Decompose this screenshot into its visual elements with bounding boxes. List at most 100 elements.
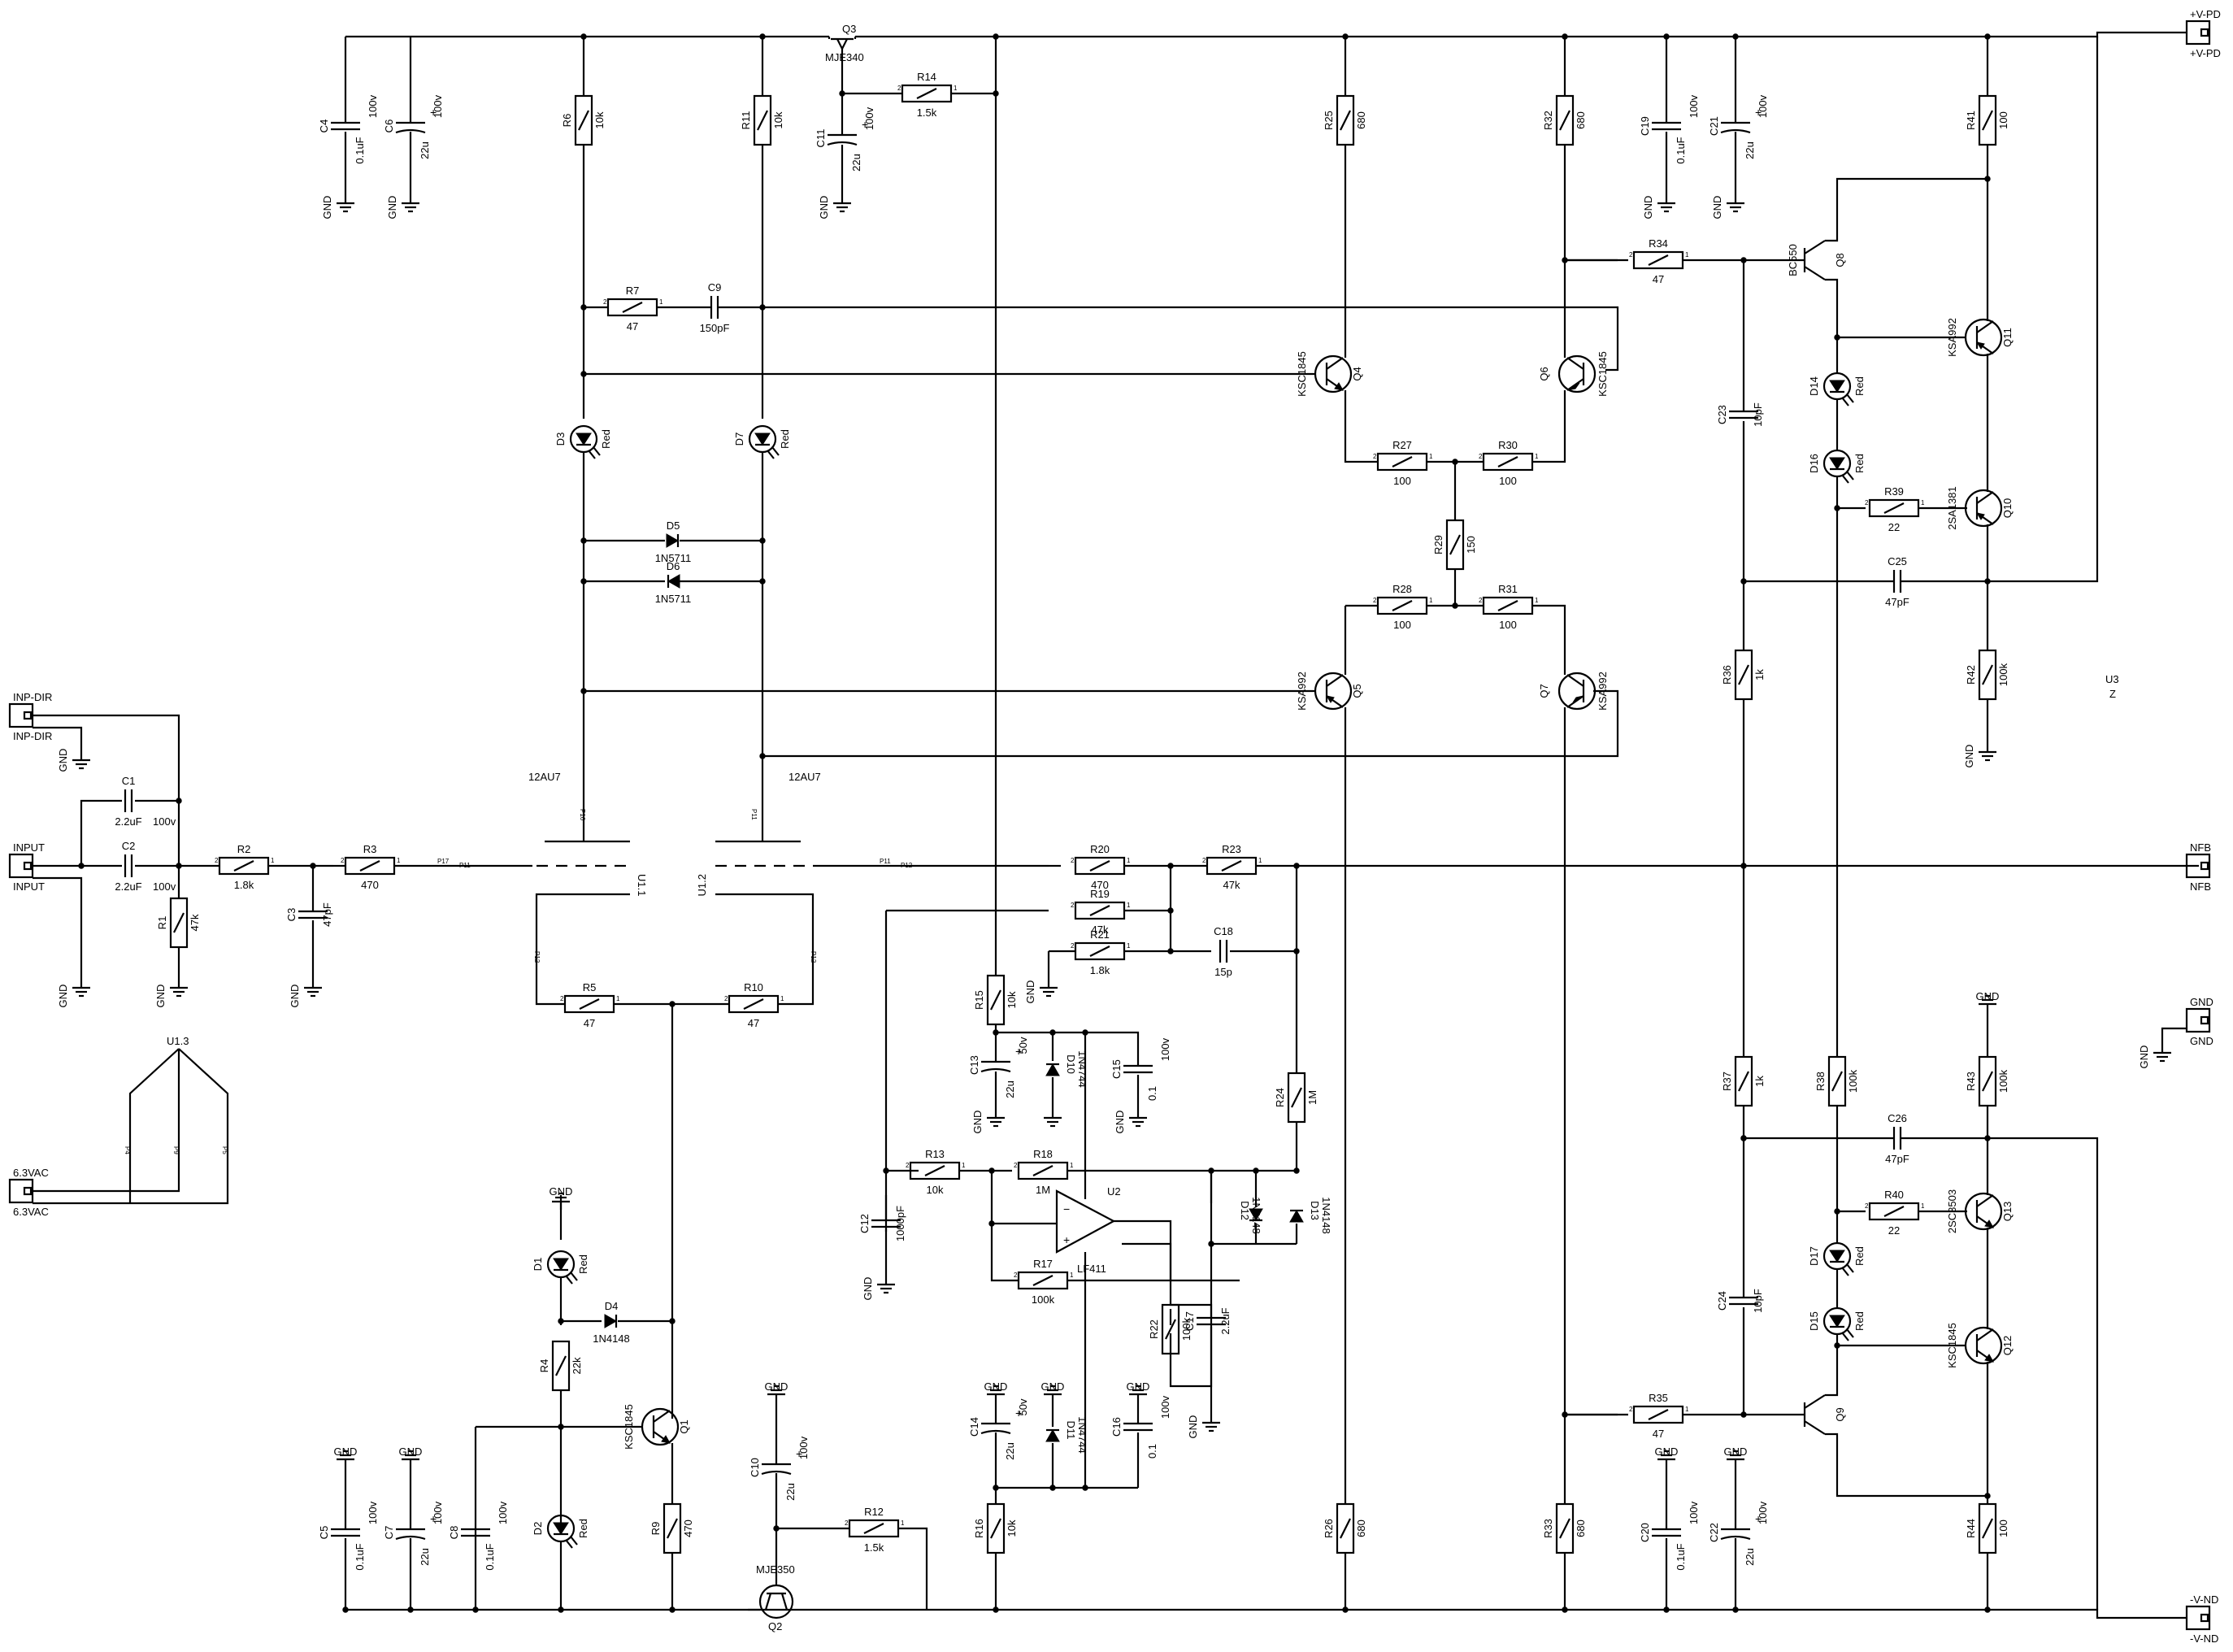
capacitor-ref: C19 bbox=[1639, 116, 1651, 136]
resistor-value: 47 bbox=[584, 1017, 595, 1029]
capacitor-ref: C13 bbox=[968, 1055, 980, 1075]
resistor-value: 680 bbox=[1575, 111, 1587, 129]
resistor-ref: R36 bbox=[1721, 665, 1733, 685]
resistor-value: 100k bbox=[1847, 1069, 1859, 1093]
port-label: 6.3VAC bbox=[13, 1167, 49, 1179]
resistor-ref: R32 bbox=[1542, 111, 1554, 130]
ground-icon bbox=[335, 193, 356, 213]
ground-label: GND bbox=[399, 1446, 423, 1458]
wire bbox=[898, 1527, 928, 1610]
junction-dot bbox=[1663, 1606, 1670, 1613]
wire bbox=[778, 963, 815, 1006]
ground-label: GND bbox=[862, 1277, 874, 1301]
junction-dot bbox=[1740, 257, 1747, 263]
tube-part: 12AU7 bbox=[789, 771, 821, 783]
resistor-ref: R29 bbox=[1432, 535, 1444, 554]
resistor-value: 47 bbox=[1653, 1428, 1664, 1440]
junction-dot bbox=[342, 1606, 349, 1613]
junction-dot bbox=[580, 371, 587, 377]
label: 2 bbox=[1629, 251, 1633, 259]
label: 2 bbox=[897, 85, 901, 92]
ground-label: GND bbox=[321, 196, 333, 220]
tube-ref: U1.1 bbox=[636, 874, 648, 896]
label: 2 bbox=[1202, 857, 1206, 864]
ground-icon bbox=[1656, 193, 1677, 213]
capacitor-voltage: 100v bbox=[1757, 1501, 1769, 1524]
ground-icon bbox=[985, 1108, 1006, 1128]
junction-dot bbox=[1562, 33, 1568, 40]
led-ref: D1 bbox=[532, 1258, 544, 1272]
junction-dot bbox=[78, 863, 85, 869]
capacitor-value: 0.1 bbox=[1146, 1444, 1158, 1459]
label: P16 bbox=[579, 809, 586, 821]
capacitor-voltage: 100v bbox=[1688, 94, 1700, 118]
label: 1 bbox=[1429, 453, 1433, 460]
junction-dot bbox=[669, 1001, 676, 1007]
resistor-ref: R25 bbox=[1323, 111, 1335, 130]
port-vpd: +V-PD+V-PD bbox=[2185, 8, 2221, 59]
label: − bbox=[1063, 1202, 1070, 1215]
label: 2 bbox=[845, 1519, 849, 1527]
resistor-ref: R11 bbox=[740, 111, 752, 130]
junction-dot bbox=[1834, 334, 1840, 341]
wire bbox=[990, 1171, 1019, 1282]
label: 2 bbox=[1014, 1162, 1018, 1169]
wire bbox=[80, 799, 122, 866]
wire bbox=[2161, 1027, 2187, 1045]
resistor-ref: R37 bbox=[1721, 1072, 1733, 1091]
capacitor-voltage: 100v bbox=[1688, 1501, 1700, 1524]
resistor-ref: R15 bbox=[973, 990, 985, 1010]
label: P9 bbox=[172, 1146, 180, 1154]
capacitor-ref: C20 bbox=[1639, 1523, 1651, 1542]
capacitor-ref: C3 bbox=[285, 908, 298, 922]
diode-value: 1N5711 bbox=[655, 593, 692, 605]
resistor-value: 10k bbox=[772, 111, 784, 128]
label: + bbox=[1755, 106, 1762, 119]
ground-icon bbox=[832, 193, 853, 213]
capacitor-value: 47pF bbox=[1885, 1153, 1909, 1165]
resistor-value: 680 bbox=[1575, 1519, 1587, 1537]
junction-dot bbox=[1082, 1029, 1088, 1036]
wire bbox=[762, 689, 1619, 758]
led-value: Red bbox=[1853, 1246, 1866, 1266]
junction-dot bbox=[773, 1525, 780, 1532]
capacitor-ref: C8 bbox=[448, 1526, 460, 1540]
led-ref: D15 bbox=[1808, 1311, 1820, 1331]
led-value: Red bbox=[577, 1519, 589, 1538]
transistor-part: KSC1845 bbox=[623, 1404, 635, 1450]
capacitor-value: 47pF bbox=[1885, 596, 1909, 608]
label: 1 bbox=[1921, 1202, 1925, 1210]
transistor-ref: Q13 bbox=[2001, 1202, 2014, 1222]
resistor-value: 470 bbox=[1091, 879, 1109, 891]
resistor-value: 100 bbox=[1499, 619, 1517, 631]
label: P17 bbox=[437, 858, 450, 865]
label: 1 bbox=[962, 1162, 966, 1169]
diode-ref: D5 bbox=[667, 520, 680, 532]
label: P11 bbox=[750, 809, 758, 820]
label: + bbox=[862, 118, 868, 131]
transistor-part: KSA992 bbox=[1597, 672, 1609, 711]
wire bbox=[1122, 1242, 1213, 1388]
diode-value: 1N4744 bbox=[1076, 1050, 1088, 1088]
